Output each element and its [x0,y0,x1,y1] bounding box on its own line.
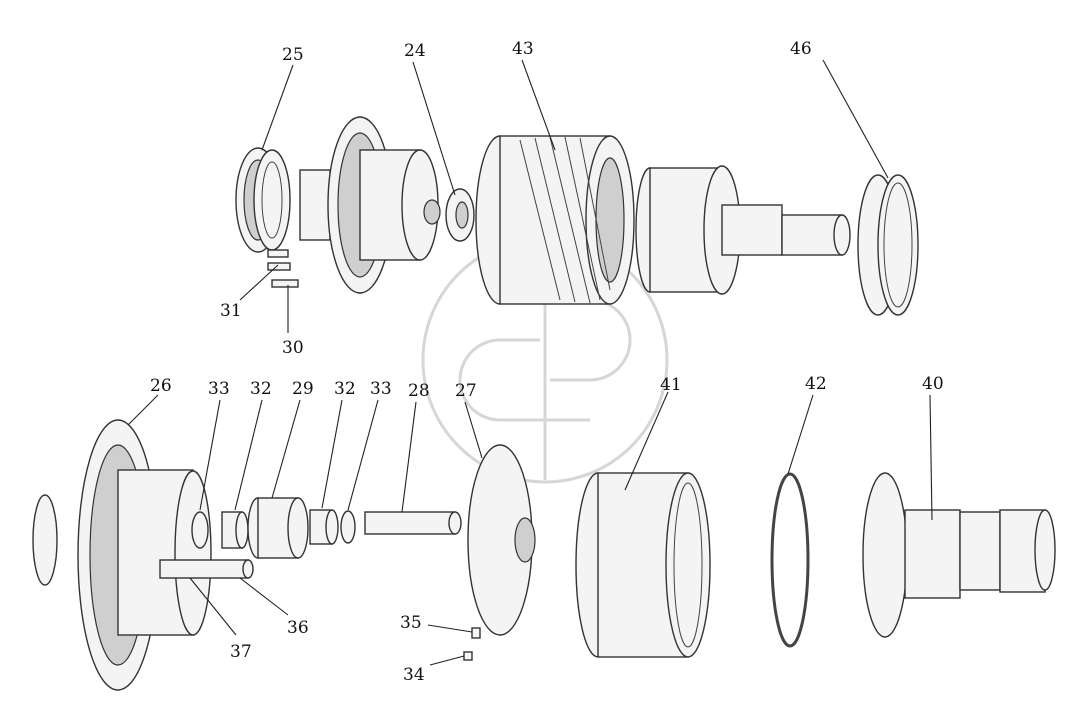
callout-33-left: 33 [208,379,230,399]
callout-33-right: 33 [370,379,392,399]
callout-34: 34 [403,665,425,685]
callout-30: 30 [282,338,304,358]
callout-37: 37 [230,642,252,662]
part-36-37-shaft-pin [159,559,254,579]
callout-43: 43 [512,39,534,59]
callout-36: 36 [287,618,309,638]
callout-25: 25 [282,45,304,65]
callout-46: 46 [790,39,812,59]
callout-27: 27 [455,381,477,401]
part-42-snap-ring [770,472,810,648]
part-29-planet-gear [247,497,309,559]
part-32-needle-bearing-left [221,511,249,549]
callout-31: 31 [220,301,242,321]
part-28-planet-shaft [364,511,462,535]
callout-29: 29 [292,379,314,399]
part-40-output-hub [862,472,1056,638]
part-41-ring-gear [575,472,711,658]
part-27-carrier-plate [467,444,536,636]
callout-41: 41 [660,375,682,395]
part-33-washer-right [340,510,356,544]
part-34-35-small-pins [463,627,481,661]
part-planet-carrier-top [299,116,441,294]
callout-35: 35 [400,613,422,633]
leader-lines [127,59,933,666]
callout-40: 40 [922,374,944,394]
part-46-ring [857,174,919,316]
callout-42: 42 [805,374,827,394]
callout-32-left: 32 [250,379,272,399]
part-32-needle-bearing-right [309,509,339,545]
callout-24: 24 [404,41,426,61]
part-25-roller-bearing [235,147,291,253]
part-43-helical-gear [475,135,635,305]
part-33-washer-left [191,511,209,549]
part-26-carrier-housing [32,419,212,691]
callout-32-right: 32 [334,379,356,399]
part-30-31-pins [267,249,299,288]
callout-labels: 25 24 43 46 31 30 26 33 32 29 32 33 28 2… [150,39,944,685]
part-24-small-bearing [445,188,475,242]
callout-28: 28 [408,381,430,401]
part-output-shaft-top [635,165,851,295]
callout-26: 26 [150,376,172,396]
